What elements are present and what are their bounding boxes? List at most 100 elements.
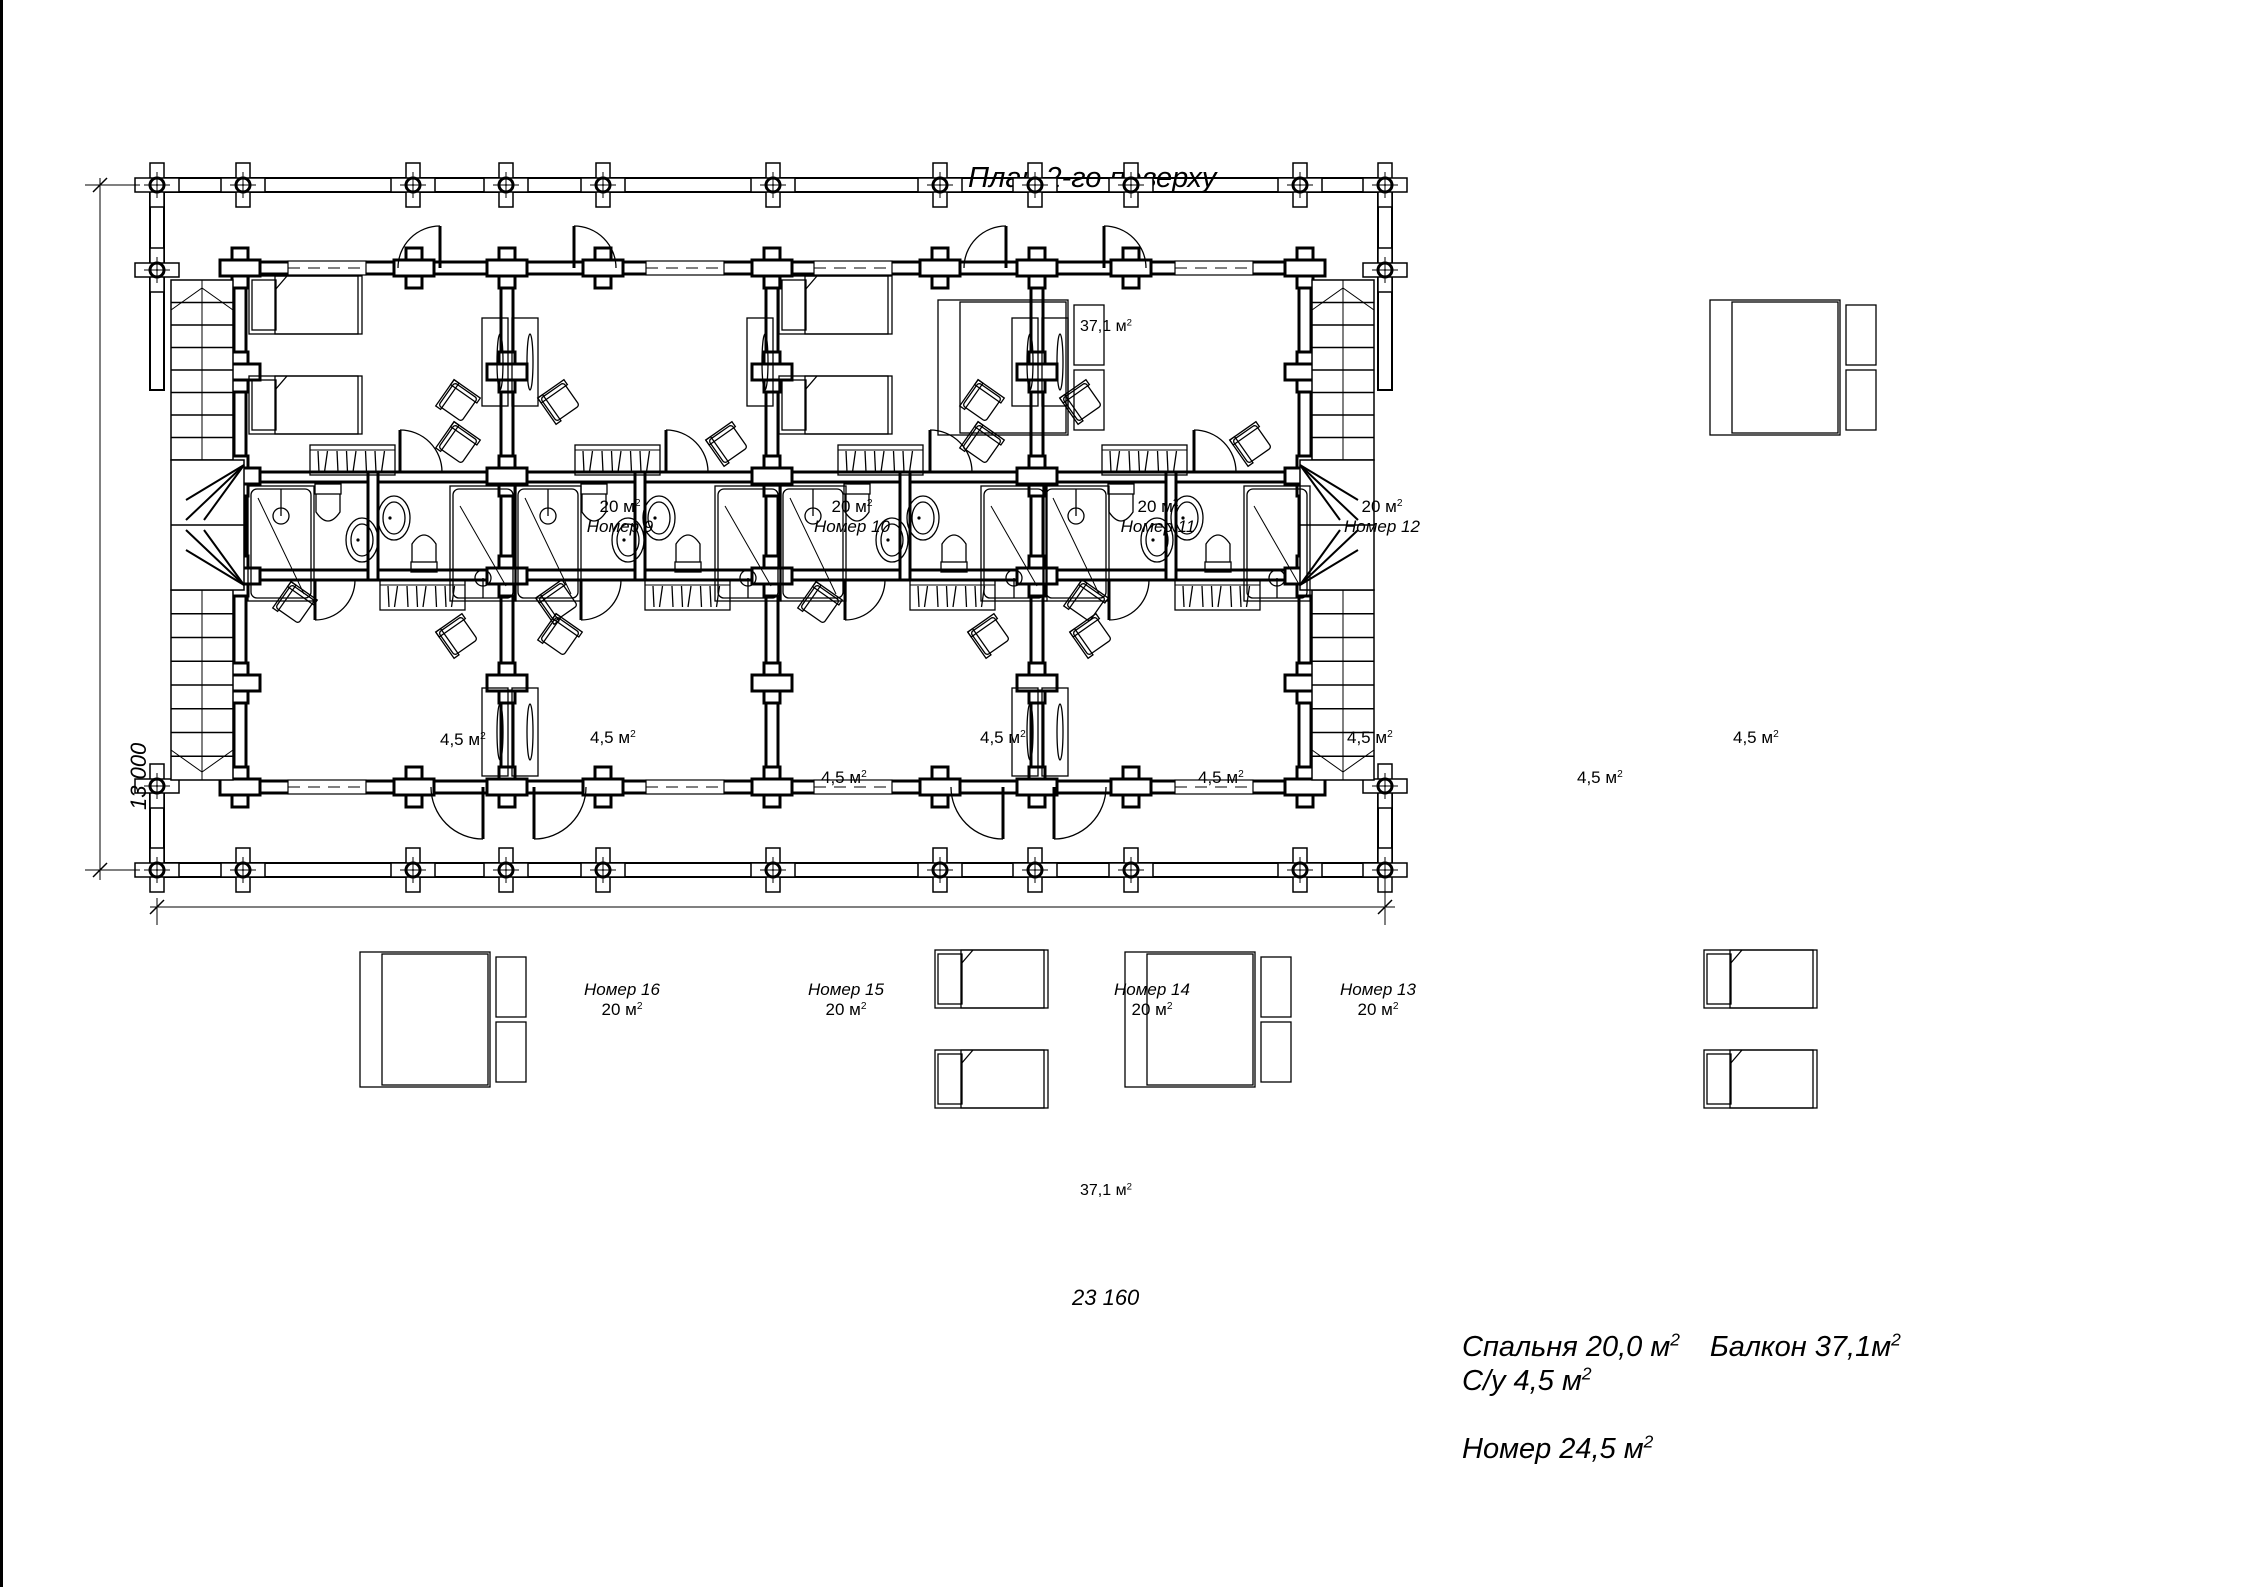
room-label-top: 20 м2 Номер 11 [1098,497,1218,537]
room-label-top: 20 м2 Номер 10 [792,497,912,537]
log-crossing [1283,246,1327,290]
column [390,847,436,893]
window [813,779,893,795]
column [917,162,963,208]
log-crossing [1015,350,1059,394]
overall-depth-dimension: 13 000 [126,742,151,810]
log-crossing [1109,765,1153,809]
washbasin [1140,517,1174,563]
window [645,260,725,276]
stair-left-upper [170,279,234,461]
toilet [314,483,342,522]
dimension-tick [149,899,165,915]
bathtub [449,485,517,602]
stair-landing-left [170,459,245,591]
column [1108,847,1154,893]
bed-double-room-16 [359,951,527,1088]
wardrobe [1174,579,1261,611]
door-balcony-room-15 [532,786,587,840]
room-area: 20 м2 [601,1000,643,1019]
washbasin [611,517,645,563]
door-bathroom [579,579,622,621]
stair-right-lower [1311,589,1375,781]
bathtub [714,485,782,602]
washbasin [906,495,940,541]
tv-panel [1041,317,1069,407]
door-balcony-room-13 [1052,786,1107,840]
armchair [1068,612,1111,660]
page-border [0,0,3,1587]
balcony-bottom-area: 37,1 м2 [1080,1181,1132,1199]
tv-panel [481,317,509,407]
column [580,847,626,893]
room-area: 20 м2 [1137,497,1179,516]
room-name: Номер 14 [1114,980,1190,999]
armchair [704,420,747,468]
bathtub [779,485,847,602]
stair-right-upper [1311,279,1375,461]
window [1174,260,1254,276]
door-balcony-room-11 [963,225,1008,269]
armchair [434,612,477,660]
log-crossing [750,554,794,598]
log-crossing [750,765,794,809]
tv-panel [511,317,539,407]
log-crossing [218,246,262,290]
room-name: Номер 10 [814,517,890,536]
window [287,779,367,795]
window [287,260,367,276]
room-label-bottom: Номер 14 20 м2 [1092,980,1212,1020]
window [645,779,725,795]
bathroom-area-label: 4,5 м2 [1577,768,1623,787]
room-area: 20 м2 [1357,1000,1399,1019]
armchair [434,420,482,463]
bathroom-area-label: 4,5 м2 [980,728,1026,747]
walls [218,246,1327,809]
dimension-tick [92,177,108,193]
tv-panel [481,687,509,777]
bathtub [514,485,582,602]
log-crossing [392,765,436,809]
column [1012,162,1058,208]
armchair [1058,378,1101,426]
column [483,162,529,208]
toilet [1204,534,1232,573]
doors [313,225,1237,840]
log-crossing [918,246,962,290]
door-bathroom [843,579,886,621]
room-name: Номер 15 [808,980,884,999]
overall-width-dimension: 23 160 [1072,1285,1140,1310]
room-name: Номер 16 [584,980,660,999]
log-crossing [918,765,962,809]
toilet [1107,483,1135,522]
tv-panel [1041,687,1069,777]
column [1277,162,1323,208]
bed-double-room-10 [937,299,1105,436]
toilet [580,483,608,522]
door-bathroom [398,429,443,473]
door-balcony-room-14 [950,786,1005,840]
column [917,847,963,893]
log-crossing [485,661,529,705]
wall-bath-partition [1164,470,1178,582]
beds-twin-room-15 [934,949,1049,1109]
room-name: Номер 12 [1344,517,1420,536]
armchair [796,580,844,623]
door-bathroom [313,579,356,621]
column [134,847,180,893]
bed-double-room-12 [1709,299,1877,436]
washbasin [345,517,379,563]
log-crossing [581,246,625,290]
column [220,847,266,893]
room-label-bottom: Номер 13 20 м2 [1318,980,1438,1020]
balcony-top-area: 37,1 м2 [1080,317,1132,335]
log-crossing [1015,246,1059,290]
armchair [536,378,579,426]
room-area: 20 м2 [831,497,873,516]
column [134,162,180,208]
room-name: Номер 13 [1340,980,1416,999]
log-crossing [581,765,625,809]
tv-panel [1011,317,1039,407]
beds-twin-room-11 [778,275,893,435]
legend-bathroom: С/у 4,5 м2 [1462,1363,1592,1397]
